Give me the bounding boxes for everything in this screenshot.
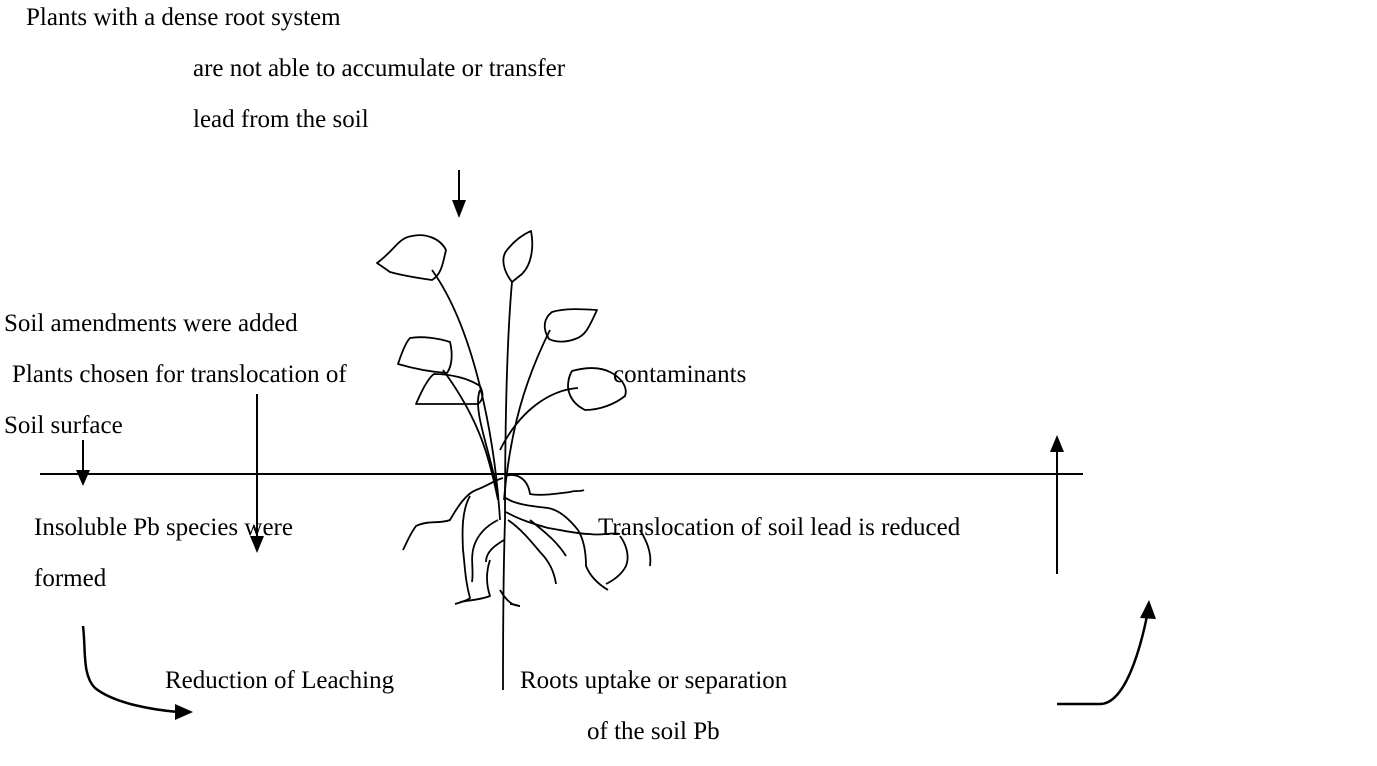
leaf: [376, 234, 447, 281]
label-insoluble-pb-line-2: formed: [34, 565, 107, 592]
label-dense-root-line-1: Plants with a dense root system: [26, 4, 341, 31]
label-plants-chosen: Plants chosen for translocation of: [12, 361, 347, 388]
label-soil-amendments: Soil amendments were added: [4, 310, 298, 337]
leaf: [502, 230, 534, 283]
arrow-curve-right: [1057, 600, 1156, 706]
plant-illustration: [376, 230, 652, 691]
arrow-up-right-side: [1050, 435, 1064, 574]
label-translocation-reduced: Translocation of soil lead is reduced: [598, 514, 961, 541]
leaf: [415, 373, 484, 405]
arrow-curve-left: [81, 625, 193, 720]
label-roots-uptake-line-1: Roots uptake or separation: [520, 667, 788, 694]
label-reduction-leaching: Reduction of Leaching: [165, 667, 395, 694]
label-dense-root-line-3: lead from the soil: [193, 106, 369, 133]
plant-main-stem: [502, 281, 513, 691]
label-dense-root-line-2: are not able to accumulate or transfer: [193, 55, 566, 82]
label-soil-surface: Soil surface: [4, 412, 123, 439]
label-insoluble-pb-line-1: Insoluble Pb species were: [34, 514, 293, 541]
leaf: [397, 336, 453, 374]
label-contaminants: contaminants: [613, 361, 747, 388]
leaf: [543, 308, 598, 343]
leaf: [567, 367, 627, 411]
arrow-down-plants-chosen: [250, 394, 264, 553]
label-roots-uptake-line-2: of the soil Pb: [587, 718, 720, 745]
arrow-down-soil-surface: [76, 440, 90, 486]
arrow-down-dense-root: [452, 170, 466, 218]
